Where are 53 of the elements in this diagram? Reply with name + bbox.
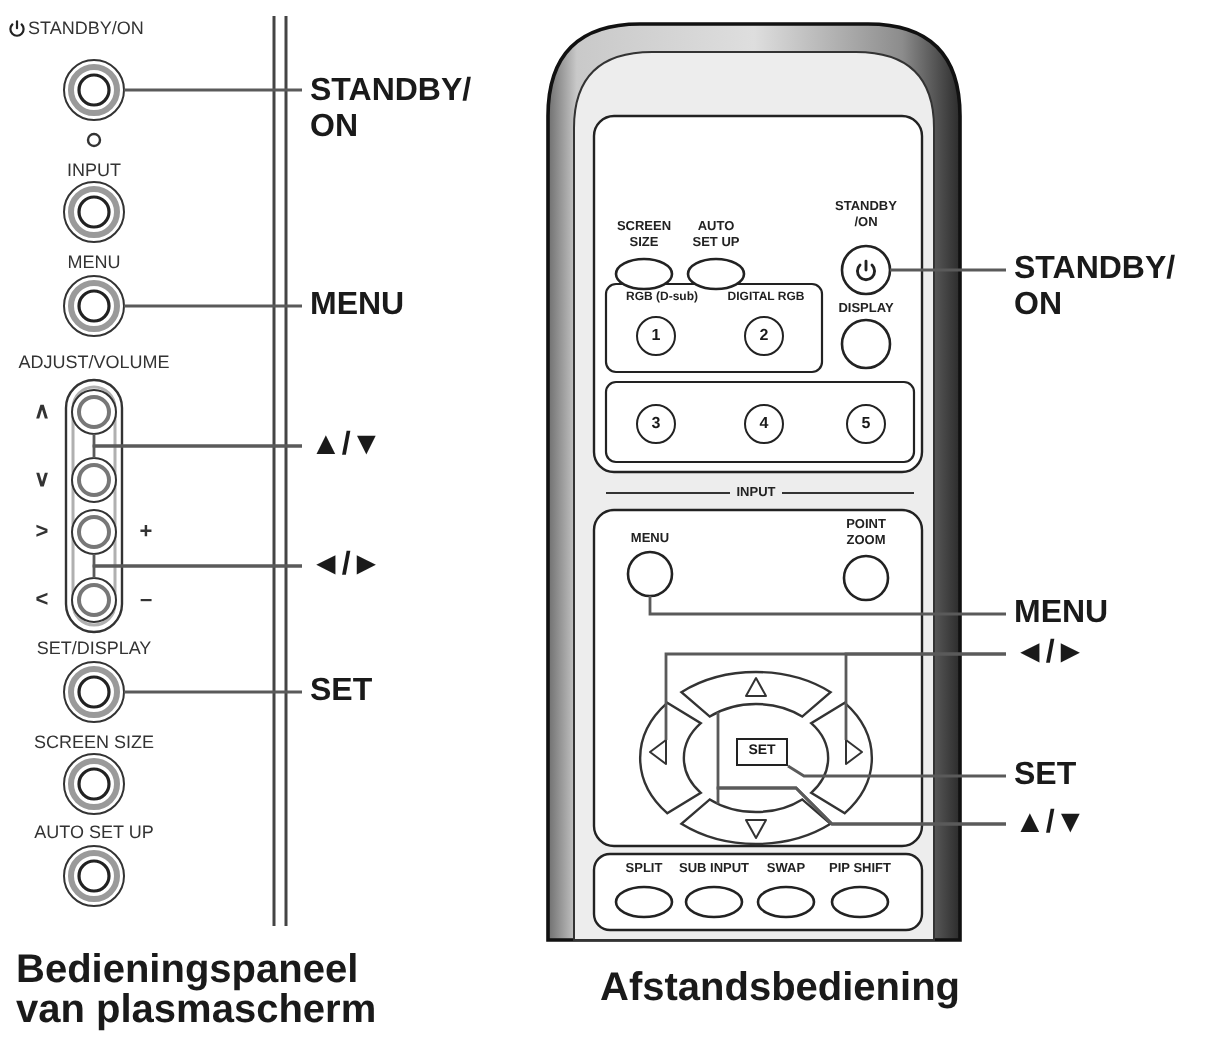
up-key [680,671,832,718]
callout-label: STANDBY/ ON [302,74,472,146]
input-button [63,181,125,243]
callout-label: ◄/► [302,548,383,584]
left-arrow-icon [649,739,667,765]
minus-mark: – [139,588,153,612]
button-label: AUTO SET UP [34,822,154,844]
down-button [71,457,117,503]
callout-label: MENU [302,288,405,324]
menu-button [63,275,125,337]
standby-button [63,59,125,121]
button-label: INPUT [67,160,121,182]
figure-caption: Bedieningspaneel van plasmascherm [16,950,379,1030]
auto-set-up-button [63,845,125,907]
callout-label: STANDBY/ ON [1006,252,1176,324]
leader-line [92,444,302,458]
callout-label: MENU [1006,596,1109,632]
leader-line [648,596,1006,616]
point-zoom-button [842,554,890,602]
plus-mark: + [139,520,153,544]
leader-line [124,690,302,694]
down-key [680,798,832,845]
callout-label: ◄/► [1006,636,1087,672]
down-mark: ∨ [34,468,50,492]
leader-line [124,88,302,92]
leader-line [787,764,1006,778]
display-button [840,318,892,370]
leader-line [92,564,302,578]
group-label: ADJUST/VOLUME [18,352,170,374]
menu-button [626,550,674,598]
callout-label: SET [1006,758,1077,794]
up-mark: ∧ [34,400,50,424]
callout-label: ▲/▼ [302,428,383,464]
leader-line [844,652,1006,740]
callout-label: ▲/▼ [1006,806,1087,842]
standby-button [840,244,892,296]
set-button [63,661,125,723]
button-label: MENU [67,252,121,274]
right-button [71,509,117,555]
right-mark: > [35,520,49,544]
left-mark: < [35,588,49,612]
right-arrow-icon [845,739,863,765]
button-label: SCREEN SIZE [34,732,154,754]
figure-caption: Afstandsbediening [600,968,961,1008]
callout-label: SET [302,674,373,710]
button-label: SET/DISPLAY [36,638,152,660]
leader-line [890,268,1006,272]
left-button [71,577,117,623]
screen-size-button [63,753,125,815]
button-label: STANDBY/ON [28,18,144,40]
leader-line [124,304,302,308]
up-button [71,389,117,435]
leader-line [716,786,1006,826]
